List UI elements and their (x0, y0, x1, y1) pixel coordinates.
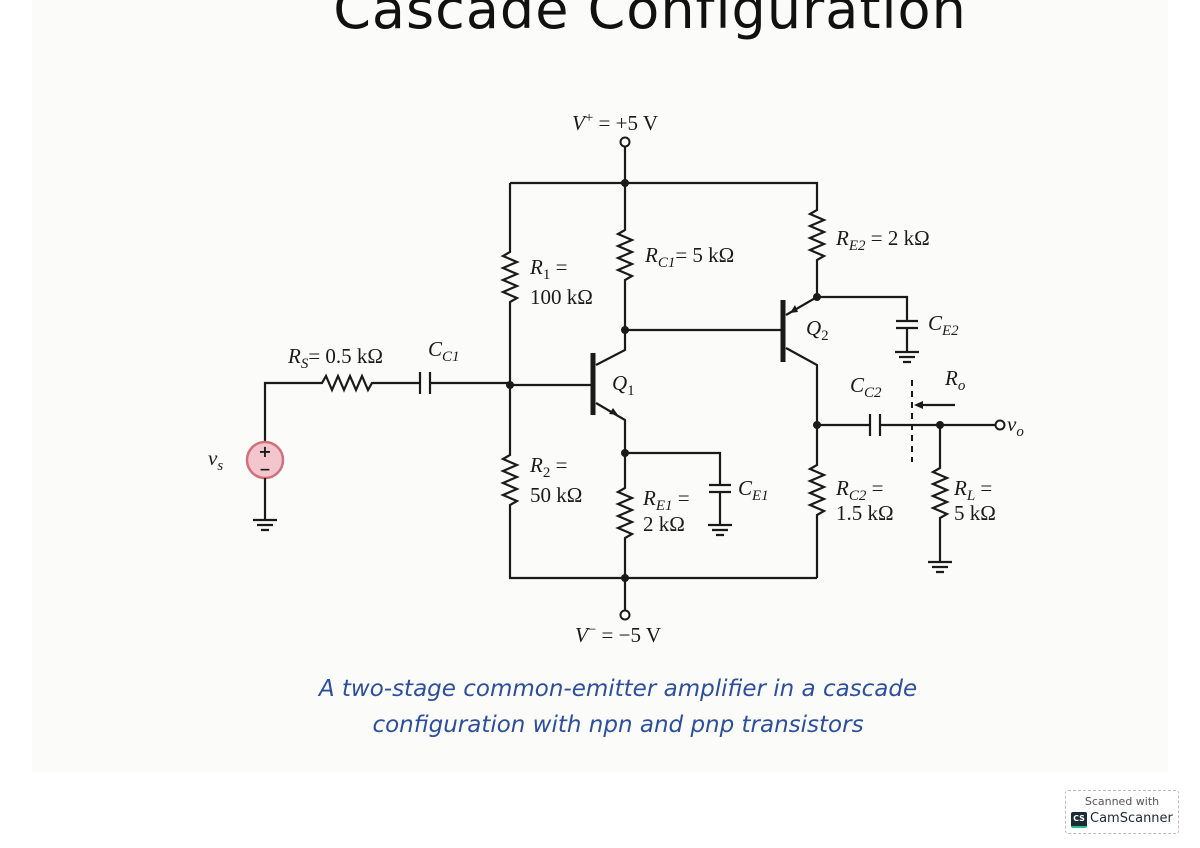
rc2-label: RC2 =1.5 kΩ (835, 476, 894, 525)
ro-arrowhead (914, 401, 923, 409)
top-rail (510, 147, 819, 205)
rc2-resistor (785, 347, 827, 578)
watermark-brand: CamScanner (1090, 811, 1173, 826)
ce1-capacitor (625, 451, 732, 537)
q1-label: Q1 (612, 371, 635, 399)
cc2-label: CC2 (850, 373, 882, 401)
r1-label: R1 =100 kΩ (529, 255, 593, 309)
re1-label: RE1 =2 kΩ (642, 486, 690, 536)
rc1-label: RC1= 5 kΩ (644, 243, 734, 271)
vo-label: vo (1007, 412, 1024, 440)
ce2-label: CE2 (928, 311, 959, 339)
q2-label: Q2 (806, 316, 829, 344)
ce2-capacitor (817, 295, 919, 364)
watermark-text: Scanned with (1084, 795, 1160, 808)
vs-label: vs (208, 446, 223, 474)
ce1-label: CE1 (738, 476, 769, 504)
r1-r2-divider (500, 183, 817, 580)
rl-label: RL =5 kΩ (953, 476, 996, 525)
vminus-terminal (619, 609, 631, 621)
rl-resistor (928, 425, 952, 574)
q2-emitter-arrow (790, 305, 798, 313)
cc1-label: CC1 (428, 337, 460, 365)
source-plus: + (258, 442, 271, 461)
r2-label: R2 =50 kΩ (529, 453, 582, 507)
node (621, 574, 629, 582)
vplus-label: V+ = +5 V (572, 110, 658, 135)
source-ground (253, 478, 277, 532)
rs-cc1-path (263, 372, 510, 442)
re2-label: RE2 = 2 kΩ (835, 226, 930, 254)
rs-label: RS= 0.5 kΩ (287, 344, 383, 372)
re2-resistor (785, 205, 827, 316)
source-minus: − (259, 462, 271, 478)
slide-title: Cascade Configuration (333, 0, 967, 41)
vminus-label: V− = −5 V (575, 622, 661, 647)
ro-label: Ro (944, 366, 966, 394)
q1-emitter-arrow (609, 408, 618, 415)
caption-line-2: configuration with npn and pnp transisto… (372, 712, 864, 738)
vo-terminal (994, 419, 1006, 431)
slide-background (32, 0, 1168, 772)
cc2-capacitor (817, 414, 995, 436)
rc1-resistor (595, 183, 635, 366)
q1-leads (510, 383, 627, 453)
vplus-terminal (619, 136, 631, 148)
camscanner-watermark: Scanned with CS CamScanner (1065, 790, 1179, 834)
re1-resistor (615, 453, 635, 610)
caption-line-1: A two-stage common-emitter amplifier in … (318, 676, 918, 702)
camscanner-logo-icon: CS (1071, 812, 1087, 828)
